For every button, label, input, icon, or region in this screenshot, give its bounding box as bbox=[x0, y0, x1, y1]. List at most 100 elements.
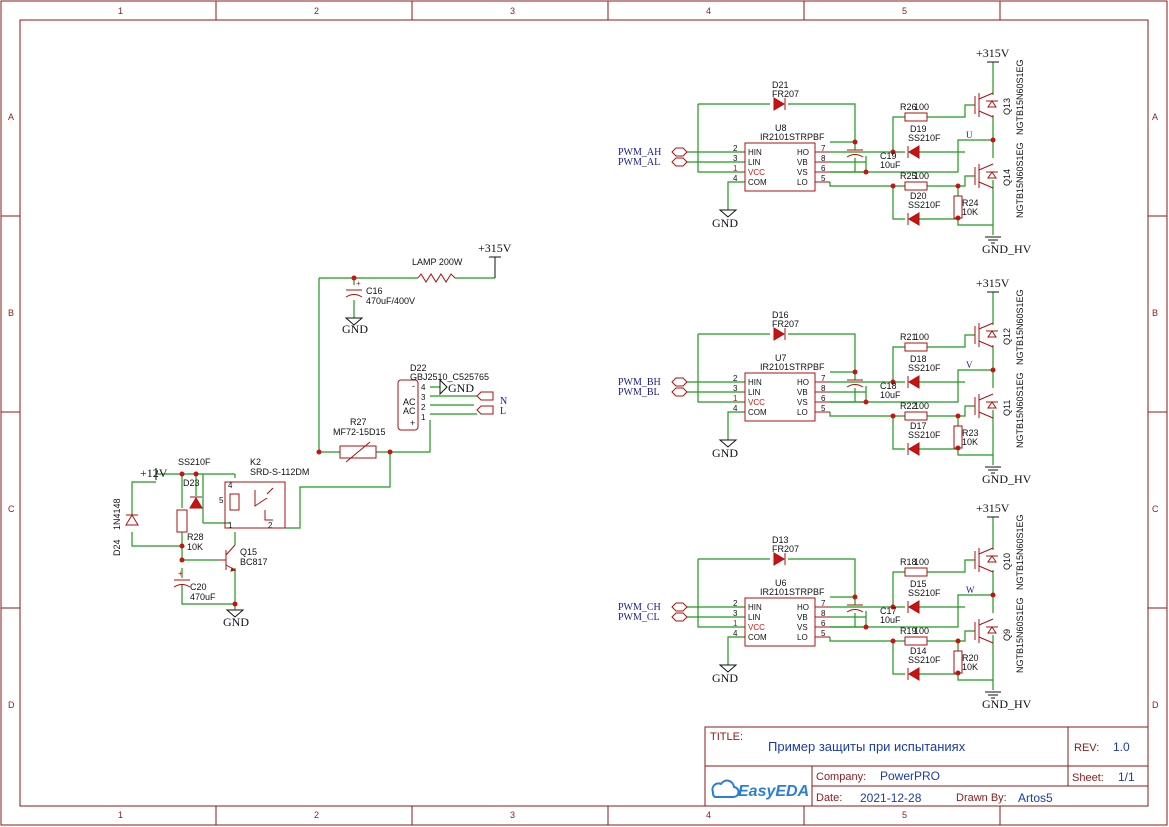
row-label: A bbox=[1152, 112, 1158, 122]
row-label: C bbox=[8, 504, 15, 514]
net-port: PWM_BH bbox=[618, 377, 688, 388]
driver-stage-b bbox=[687, 292, 996, 465]
c16-ref: C16 bbox=[366, 286, 383, 296]
svg-text:+: + bbox=[356, 279, 361, 288]
row-label: C bbox=[1152, 504, 1159, 514]
ic-pin-name: LIN bbox=[748, 388, 761, 397]
row-labels: A B C D A B C D bbox=[8, 112, 1159, 710]
igbt-val: NGTB15N60S1EG bbox=[1015, 142, 1025, 218]
gnd-label: GND bbox=[712, 446, 738, 460]
ground-hv-symbol: GND_HV bbox=[982, 466, 1032, 486]
cloud-icon bbox=[711, 779, 740, 798]
diode-ref: D21 bbox=[772, 80, 789, 90]
ic-pin-name: LIN bbox=[748, 158, 761, 167]
d24-val: 1N4148 bbox=[112, 498, 122, 530]
resistor-ref: R21 bbox=[900, 332, 917, 342]
ic-pin-num: 7 bbox=[821, 144, 826, 153]
c16-val: 470uF/400V bbox=[366, 296, 415, 306]
diode-val: FR207 bbox=[772, 89, 799, 99]
resistor-val: 100 bbox=[914, 171, 929, 181]
ic-pin-num: 2 bbox=[733, 599, 738, 608]
k2-ref: K2 bbox=[250, 457, 261, 467]
column-labels: 1 2 3 4 5 1 2 3 4 5 bbox=[118, 6, 907, 820]
rev-label: REV: bbox=[1074, 742, 1099, 754]
diode-val: FR207 bbox=[772, 544, 799, 554]
diode-val: SS210F bbox=[908, 200, 941, 210]
diode-ref: D17 bbox=[910, 421, 927, 431]
cap-ref: C19 bbox=[880, 151, 897, 161]
phase-label: W bbox=[966, 585, 975, 595]
col-label: 3 bbox=[510, 6, 515, 16]
ground-symbol: GND bbox=[439, 378, 474, 396]
d22-pin-num: 4 bbox=[421, 383, 426, 392]
v12-label: +12V bbox=[140, 466, 168, 480]
diode-ref: D13 bbox=[772, 535, 789, 545]
driver-stage-a bbox=[687, 62, 996, 235]
ic-pin-name: HO bbox=[797, 378, 809, 387]
resistor-val: 10K bbox=[962, 662, 978, 672]
k2-pin: 4 bbox=[228, 481, 233, 490]
ic-pin-num: 3 bbox=[733, 154, 738, 163]
ic-ref: U6 bbox=[775, 578, 787, 588]
net-port: PWM_AH bbox=[618, 147, 688, 158]
col-label: 2 bbox=[314, 6, 319, 16]
phase-label: U bbox=[966, 130, 973, 140]
gnd-hv-label: GND_HV bbox=[982, 472, 1032, 486]
date-label: Date: bbox=[816, 792, 842, 804]
svg-text:+: + bbox=[178, 569, 183, 578]
relay-k2: K2 SRD-S-112DM 4 5 1 2 bbox=[219, 457, 309, 530]
ground-symbol: GND bbox=[712, 439, 738, 460]
d23-ref: D23 bbox=[183, 478, 200, 488]
igbt-val: NGTB15N60S1EG bbox=[1015, 514, 1025, 590]
d22-pin-num: 2 bbox=[421, 403, 426, 412]
ic-val: IR2101STRPBF bbox=[760, 362, 825, 372]
net-port: PWM_AL bbox=[618, 157, 688, 168]
resistor-val: 100 bbox=[914, 401, 929, 411]
ic-pin-num: 7 bbox=[821, 374, 826, 383]
ic-val: IR2101STRPBF bbox=[760, 132, 825, 142]
easyeda-logo: EasyEDA bbox=[738, 783, 809, 800]
title-label: TITLE: bbox=[710, 731, 743, 743]
gnd-hv-label: GND_HV bbox=[982, 697, 1032, 711]
drawn-value: Artos5 bbox=[1018, 791, 1053, 805]
ic-pin-name: COM bbox=[748, 408, 767, 417]
capacitor-c16: + C16 470uF/400V bbox=[345, 279, 415, 306]
ic-val: IR2101STRPBF bbox=[760, 587, 825, 597]
ic-pin-num: 5 bbox=[821, 174, 826, 183]
ic-ref: U8 bbox=[775, 123, 787, 133]
ic-pin-num: 1 bbox=[733, 164, 738, 173]
rectifier-section: LAMP 200W +315V + C16 470uF/400V GND D22… bbox=[112, 241, 512, 629]
resistor-ref: R25 bbox=[900, 171, 917, 181]
ground-hv-symbol: GND_HV bbox=[982, 691, 1032, 711]
v315-label: +315V bbox=[976, 501, 1010, 515]
ic-pin-num: 6 bbox=[821, 394, 826, 403]
ic-pin-name: LO bbox=[797, 633, 808, 642]
phase-label: V bbox=[966, 360, 973, 370]
k2-pin: 5 bbox=[219, 496, 224, 505]
ground-symbol: GND bbox=[712, 664, 738, 685]
resistor-val: 100 bbox=[914, 332, 929, 342]
igbt-ref: Q13 bbox=[1002, 98, 1012, 115]
igbt-ref: Q12 bbox=[1002, 328, 1012, 345]
diode-val: FR207 bbox=[772, 319, 799, 329]
net-port: PWM_CL bbox=[618, 612, 688, 623]
diode-ref: D16 bbox=[772, 310, 789, 320]
ic-pin-name: VS bbox=[797, 398, 808, 407]
row-label: B bbox=[8, 308, 14, 318]
ic-pin-num: 5 bbox=[821, 629, 826, 638]
igbt: Q12 bbox=[974, 322, 1012, 348]
ground-symbol: GND bbox=[223, 609, 249, 629]
net-port-label: PWM_AL bbox=[618, 157, 660, 168]
diode-ref: D20 bbox=[910, 191, 927, 201]
ic-pin-num: 8 bbox=[821, 384, 826, 393]
cap-val: 10uF bbox=[880, 390, 901, 400]
